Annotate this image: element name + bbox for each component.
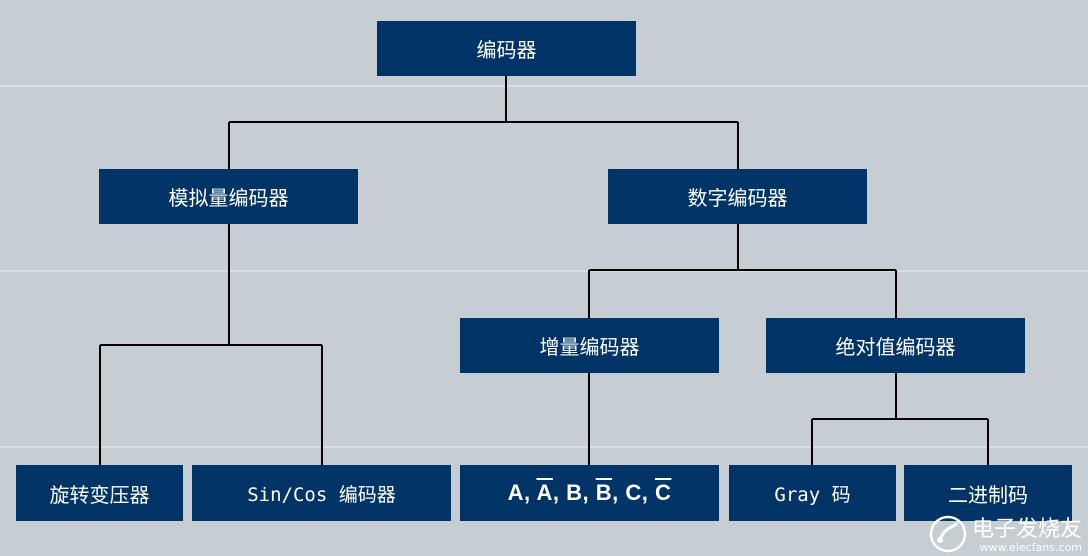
- watermark-url: www.elecfans.com: [979, 541, 1082, 554]
- signal-c-bar: C: [654, 480, 672, 505]
- connector-root: [228, 76, 739, 169]
- node-incremental-encoder: 增量编码器: [460, 318, 719, 373]
- node-absolute-encoder-label: 绝对值编码器: [835, 335, 956, 359]
- node-gray-code: Gray 码: [729, 465, 896, 521]
- node-incremental-encoder-label: 增量编码器: [539, 335, 640, 359]
- node-resolver: 旋转变压器: [16, 465, 183, 521]
- signal-separator: ,: [582, 480, 596, 505]
- node-gray-code-label: Gray 码: [774, 483, 851, 506]
- signal-b-bar: B: [595, 480, 613, 505]
- node-sincos-encoder: Sin/Cos 编码器: [192, 465, 451, 521]
- background-band-3: [0, 446, 1088, 448]
- watermark: 电子发烧友 www.elecfans.com: [928, 514, 1082, 554]
- signal-a: A: [507, 480, 525, 505]
- background-band-2: [0, 270, 1088, 272]
- node-absolute-encoder: 绝对值编码器: [766, 318, 1025, 373]
- signal-separator: ,: [552, 480, 567, 505]
- node-binary-code: 二进制码: [904, 465, 1072, 521]
- signal-list: A, A, B, B, C, C: [508, 480, 672, 506]
- node-analog-encoder-label: 模拟量编码器: [168, 186, 289, 210]
- connector-analog: [99, 224, 323, 465]
- signal-a-bar: A: [536, 480, 553, 505]
- node-analog-encoder: 模拟量编码器: [99, 169, 358, 224]
- background-band-1: [0, 85, 1088, 87]
- node-resolver-label: 旋转变压器: [49, 482, 150, 507]
- node-incremental-signals: A, A, B, B, C, C: [460, 465, 719, 521]
- node-encoder-label: 编码器: [476, 38, 537, 62]
- watermark-logo-icon: [929, 515, 967, 553]
- watermark-title: 电子发烧友: [971, 517, 1082, 542]
- signal-separator: ,: [641, 480, 655, 505]
- node-digital-encoder: 数字编码器: [608, 169, 867, 224]
- signal-separator: ,: [612, 480, 626, 505]
- signal-b: B: [566, 480, 583, 505]
- connector-digital: [588, 224, 897, 318]
- node-sincos-encoder-label: Sin/Cos 编码器: [247, 483, 396, 506]
- node-binary-code-label: 二进制码: [948, 482, 1028, 507]
- signal-separator: ,: [524, 480, 537, 505]
- connector-absolute: [811, 373, 989, 465]
- node-encoder: 编码器: [377, 21, 636, 76]
- signal-c: C: [625, 480, 642, 505]
- node-digital-encoder-label: 数字编码器: [687, 186, 788, 210]
